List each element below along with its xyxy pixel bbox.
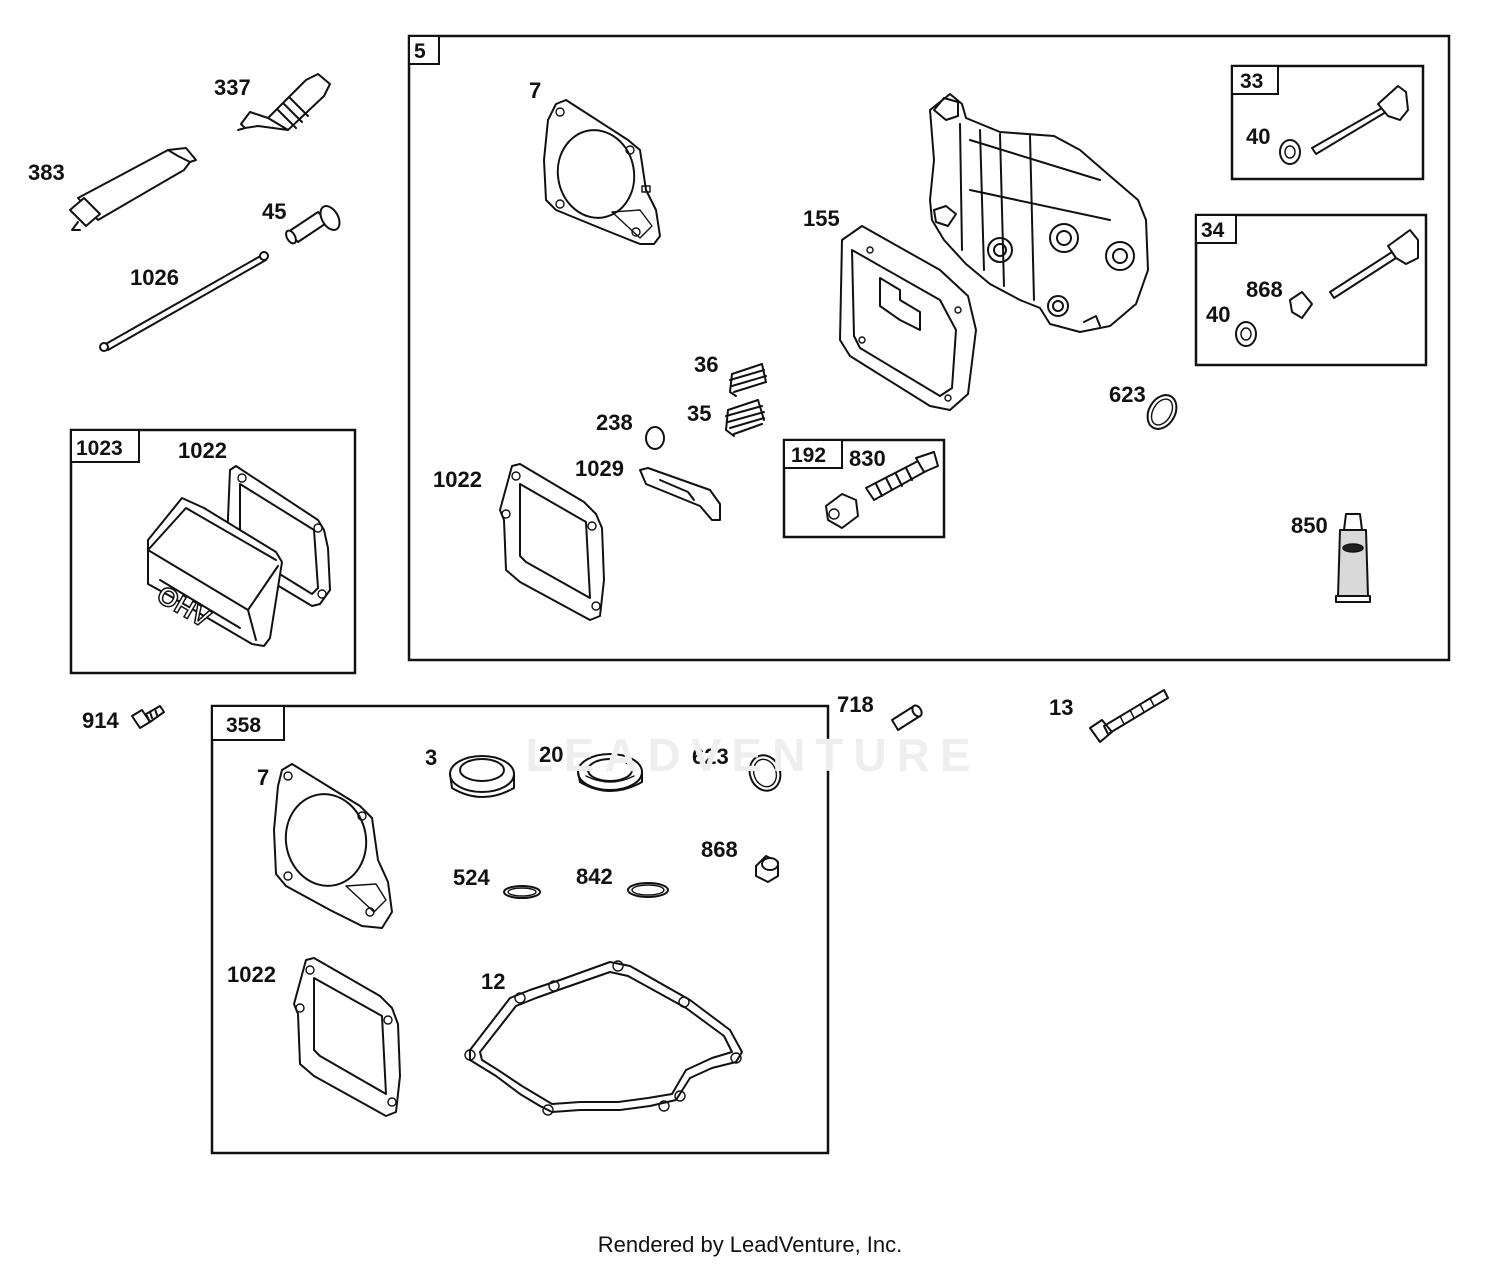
group-number-33: 33 (1240, 70, 1263, 93)
group-box-34[interactable]: 34 (1194, 213, 1428, 367)
group-number-192: 192 (791, 444, 826, 467)
valve-spring-35-part[interactable] (725, 399, 765, 437)
group-box-5[interactable]: 5 (407, 34, 1451, 662)
callout-45: 45 (262, 199, 286, 224)
callout-13: 13 (1049, 695, 1073, 720)
breather-fitting-830-part[interactable] (865, 451, 939, 501)
spark-plug-part[interactable] (237, 73, 331, 131)
callout-1022-group-358: 1022 (227, 962, 276, 987)
callout-3: 3 (425, 745, 437, 770)
crankcase-gasket-12-part[interactable] (464, 960, 743, 1116)
dowel-pin-718-part[interactable] (891, 704, 924, 731)
callout-623-group-5: 623 (1109, 382, 1146, 407)
callout-35: 35 (687, 401, 711, 426)
callout-1029: 1029 (575, 456, 624, 481)
callout-524: 524 (453, 865, 490, 890)
callout-40-group-34: 40 (1206, 302, 1230, 327)
callout-40-group-33: 40 (1246, 124, 1270, 149)
callout-12: 12 (481, 969, 505, 994)
group-box-1023[interactable]: 1023 (69, 428, 357, 675)
seal-842-part[interactable] (627, 882, 669, 898)
group-number-34: 34 (1201, 219, 1225, 242)
valve-seal-868-358-part[interactable] (755, 855, 779, 883)
cylinder-head-part[interactable] (929, 93, 1149, 333)
callout-850: 850 (1291, 513, 1328, 538)
screw-914-part[interactable] (131, 705, 165, 729)
callout-7-group-5: 7 (529, 78, 541, 103)
valve-retainer-part[interactable] (645, 426, 665, 450)
callout-1022-group-5: 1022 (433, 467, 482, 492)
oil-seal-3-part[interactable] (449, 755, 515, 798)
cylinder-head-gasket-358-part[interactable] (273, 763, 393, 929)
callout-383: 383 (28, 160, 65, 185)
callout-718: 718 (837, 692, 874, 717)
valve-cover-part[interactable]: OHV (147, 497, 283, 647)
breather-nut-192-part[interactable] (825, 493, 859, 529)
callout-868-group-34: 868 (1246, 277, 1283, 302)
rocker-cover-gasket-5-part[interactable] (499, 463, 605, 621)
rocker-arm-part[interactable] (639, 467, 721, 521)
o-ring-623-358-part[interactable] (745, 751, 786, 795)
exhaust-valve-33-part[interactable] (1279, 85, 1409, 165)
callout-914: 914 (82, 708, 119, 733)
group-box-33[interactable]: 33 (1230, 64, 1425, 181)
group-number-358: 358 (226, 714, 261, 737)
group-number-5: 5 (414, 40, 426, 63)
callout-155: 155 (803, 206, 840, 231)
group-box-358[interactable]: 358 (210, 704, 830, 1155)
seal-524-part[interactable] (503, 885, 541, 899)
intake-valve-34-part[interactable] (1235, 229, 1419, 347)
rocker-cover-gasket-358-part[interactable] (293, 957, 401, 1117)
o-ring-623-5-part[interactable] (1142, 390, 1183, 434)
callout-623-group-358: 623 (692, 744, 729, 769)
callout-238: 238 (596, 410, 633, 435)
callout-842: 842 (576, 864, 613, 889)
head-bolt-13-part[interactable] (1089, 689, 1169, 743)
callout-7-group-358: 7 (257, 765, 269, 790)
callout-36: 36 (694, 352, 718, 377)
callout-1026: 1026 (130, 265, 179, 290)
callout-20: 20 (539, 742, 563, 767)
group-number-1023: 1023 (76, 437, 123, 460)
valve-tappet-part[interactable] (284, 203, 343, 245)
rocker-cover-part[interactable] (839, 225, 977, 411)
render-credit-footer: Rendered by LeadVenture, Inc. (597, 1232, 903, 1257)
callout-1022-group-1023: 1022 (178, 438, 227, 463)
cylinder-head-gasket-part[interactable] (543, 99, 661, 245)
valve-spring-36-part[interactable] (729, 363, 767, 397)
sealant-tube-part[interactable] (1335, 513, 1371, 603)
group-box-192[interactable]: 192 (782, 438, 946, 539)
callout-830: 830 (849, 446, 886, 471)
spark-plug-wrench-part[interactable] (69, 147, 197, 231)
callout-868-group-358: 868 (701, 837, 738, 862)
callout-337: 337 (214, 75, 251, 100)
oil-seal-20-part[interactable] (577, 753, 643, 792)
push-rod-part[interactable] (99, 251, 269, 352)
